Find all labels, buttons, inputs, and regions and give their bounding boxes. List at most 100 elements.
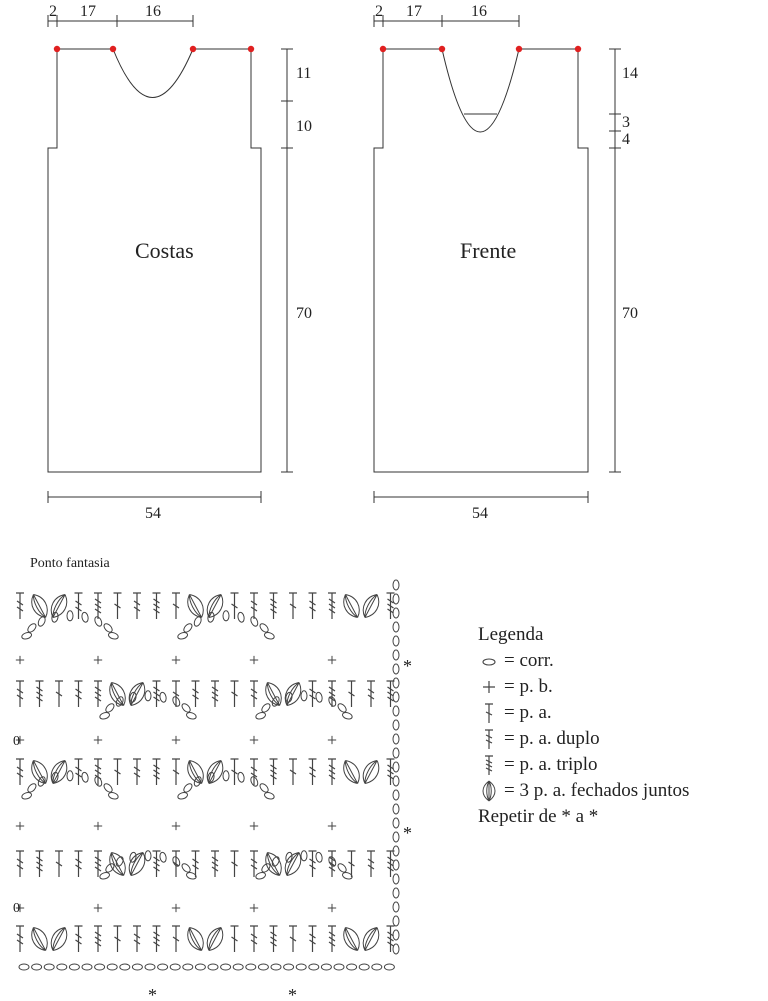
stitch-icon (132, 925, 142, 953)
legend-item-text: = 3 p. a. fechados juntos (504, 780, 690, 801)
chain-stitch-icon (295, 963, 307, 971)
front-markers (379, 45, 582, 53)
chain-stitch-icon (176, 790, 189, 801)
stitch-icon (73, 925, 84, 953)
stitch-icon (190, 680, 201, 708)
chain-stitch-icon (371, 963, 383, 971)
front-bottom-dimension (373, 491, 589, 503)
stitch-icon (327, 758, 337, 786)
back-side-height-3: 70 (296, 305, 312, 322)
chain-stitch-icon (25, 621, 39, 635)
stitch-icon (171, 850, 181, 878)
stitch-icon (229, 592, 240, 620)
chain-marker-left-2: 0 (13, 901, 20, 916)
cluster-icon (46, 756, 72, 788)
chain-stitch-icon (179, 861, 193, 875)
chain-stitch-icon (392, 775, 400, 787)
back-side-height-1: 11 (296, 65, 311, 82)
repeat-marker-bottom-right: * (288, 985, 297, 1001)
chain-stitch-icon (248, 615, 260, 628)
back-bottom-dimension (47, 491, 262, 503)
single-crochet-icon (249, 821, 259, 831)
chain-stitch-icon (36, 615, 48, 628)
stitch-icon (249, 592, 259, 620)
red-dot (109, 45, 117, 53)
legend-item: = p. a. (478, 700, 689, 726)
single-crochet-icon (483, 681, 495, 693)
single-crochet-icon (171, 821, 181, 831)
stitch-icon (249, 850, 259, 878)
cluster-icon (358, 756, 384, 788)
chain-stitch-icon (392, 733, 400, 745)
stitch-icon (229, 680, 240, 708)
single-crochet-icon (15, 655, 25, 665)
chain-stitch-icon (392, 901, 400, 913)
cluster-icon (202, 756, 228, 788)
cluster-icon (482, 780, 496, 802)
chain-stitch-icon (300, 850, 308, 862)
stitch-icon (112, 758, 123, 786)
chain-stitch-icon (254, 870, 267, 881)
chain-stitch-icon (192, 775, 204, 788)
legend-item: = p. b. (478, 674, 689, 700)
chain-stitch-icon (392, 677, 400, 689)
red-dot (574, 45, 582, 53)
single-crochet-icon (15, 821, 25, 831)
stitch-icon (307, 680, 318, 708)
repeat-marker-right-top: * (403, 656, 412, 676)
chain-stitch-icon (392, 593, 400, 605)
stitch-icon (73, 758, 84, 786)
chain-stitch-icon (119, 963, 131, 971)
stitch-icon (151, 680, 162, 708)
red-dot (53, 45, 61, 53)
chain-stitch-icon (482, 658, 496, 666)
stitch-icon (15, 592, 25, 620)
chain-stitch-icon (25, 781, 39, 795)
single-crochet-icon (327, 821, 337, 831)
stitch-icon (15, 680, 25, 708)
stitch-icon (327, 592, 337, 620)
stitch-icon (268, 925, 279, 953)
legend-repeat-note: Repetir de * a * (478, 806, 599, 827)
legend-item-text: = p. a. duplo (504, 728, 600, 749)
stitch-icon (93, 925, 103, 953)
chain-stitch-icon (92, 615, 104, 628)
stitch-icon (249, 680, 259, 708)
chain-stitch-icon (263, 630, 276, 641)
chain-stitch-icon (182, 963, 194, 971)
stitch-icon (327, 850, 337, 878)
chain-stitch-icon (392, 635, 400, 647)
front-side-height-2: 3 (622, 114, 630, 131)
cluster-icon (26, 923, 53, 955)
treble-crochet-icon (485, 729, 493, 749)
chain-stitch-icon (236, 771, 246, 784)
red-dot (247, 45, 255, 53)
stitch-icon (171, 592, 181, 620)
chain-stitch-icon (81, 963, 93, 971)
front-piece-label: Frente (460, 238, 516, 263)
front-bottom-width: 54 (472, 505, 488, 522)
stitch-icon (54, 680, 64, 708)
stitch-icon (73, 680, 84, 708)
cluster-icon (46, 923, 72, 955)
stitch-icon (15, 758, 25, 786)
back-side-height-2: 10 (296, 118, 312, 135)
red-dot (189, 45, 197, 53)
single-crochet-icon (93, 655, 103, 665)
stitch-icon (229, 925, 240, 953)
stitch-icon (229, 758, 240, 786)
front-side-height-1: 14 (622, 65, 638, 82)
chain-stitch-icon (335, 861, 349, 875)
repeat-marker-bottom-left: * (148, 985, 157, 1001)
front-top-width-3: 16 (471, 3, 487, 20)
chain-stitch-icon (257, 963, 269, 971)
red-dot (438, 45, 446, 53)
single-crochet-icon (249, 655, 259, 665)
cluster-icon (358, 590, 384, 622)
chain-stitch-icon (383, 963, 395, 971)
chain-stitch-icon (392, 747, 400, 759)
legend-item-text: = p. a. triplo (504, 754, 598, 775)
chain-stitch-icon (257, 781, 271, 795)
chain-stitch-icon (207, 963, 219, 971)
stitch-icon (112, 592, 123, 620)
